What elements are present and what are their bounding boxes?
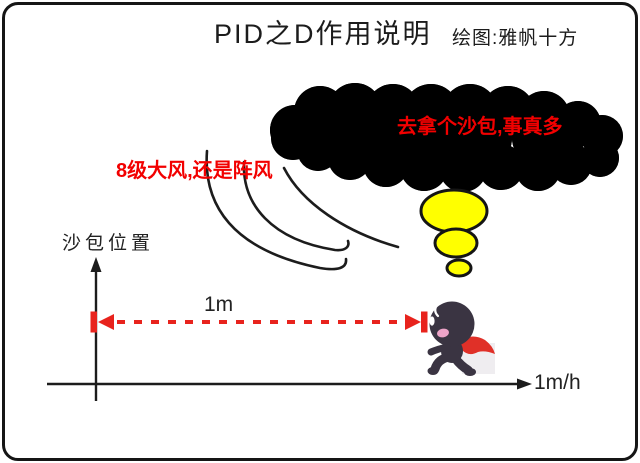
credit-text: 绘图:雅帆十方: [452, 28, 579, 49]
wind-annotation: 8级大风,还是阵风: [116, 160, 273, 182]
y-axis-label: 沙包位置: [62, 233, 155, 254]
distance-arrow: [90, 311, 428, 333]
running-figure-icon: [427, 301, 495, 376]
wind-gust-curves: [205, 149, 400, 271]
mouth: [437, 328, 449, 338]
x-axis-label: 1m/h: [534, 371, 581, 394]
thought-bubble-text: 去拿个沙包,事真多: [397, 116, 563, 138]
x-axis: [47, 378, 532, 390]
thought-bubble-trail: [419, 188, 489, 278]
y-axis: [90, 257, 102, 401]
page-title: PID之D作用说明: [214, 19, 432, 49]
distance-label: 1m: [204, 293, 234, 316]
